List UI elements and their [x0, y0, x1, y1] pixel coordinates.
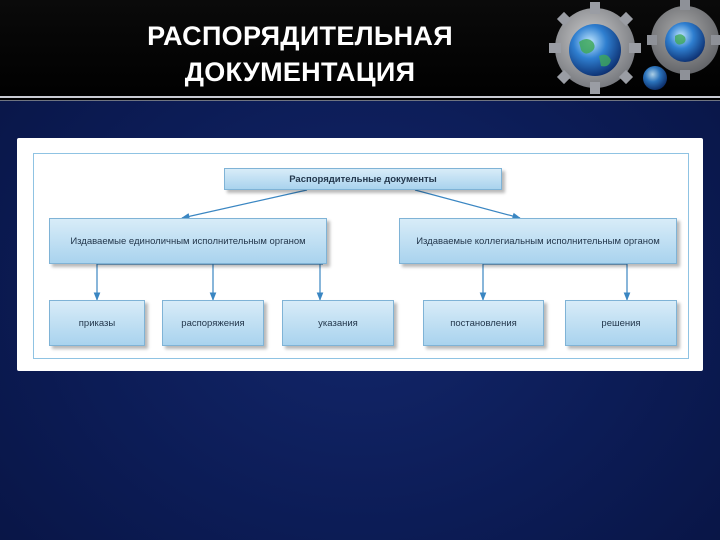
leaf-node-label: приказы — [78, 317, 116, 329]
connector-root-to-group-2 — [414, 189, 521, 220]
leaf-node-resolutions: постановления — [423, 300, 544, 346]
root-node-label: Распорядительные документы — [289, 173, 437, 185]
leaf-node-label: постановления — [450, 317, 517, 329]
group-node-label: Издаваемые единоличным исполнительным ор… — [70, 235, 306, 247]
leaf-node-instructions: указания — [282, 300, 394, 346]
leaf-node-directives: распоряжения — [162, 300, 264, 346]
leaf-node-label: распоряжения — [181, 317, 245, 329]
diagram-panel: Распорядительные документы Издаваемые ед… — [17, 138, 703, 371]
leaf-node-label: указания — [318, 317, 358, 329]
slide-header: РАСПОРЯДИТЕЛЬНАЯ ДОКУМЕНТАЦИЯ — [0, 0, 720, 100]
group-node-sole-executive: Издаваемые единоличным исполнительным ор… — [49, 218, 327, 264]
leaf-node-orders: приказы — [49, 300, 145, 346]
connector-root-to-group-1 — [181, 189, 308, 220]
header-divider — [0, 96, 720, 98]
title-line-2: ДОКУМЕНТАЦИЯ — [184, 57, 416, 87]
leaf-node-label: решения — [601, 317, 641, 329]
header-divider-shadow — [0, 100, 720, 101]
gear-globe-emblem — [549, 0, 720, 94]
leaf-node-decisions: решения — [565, 300, 677, 346]
globe-icon — [569, 22, 705, 90]
group-node-collegial-executive: Издаваемые коллегиальным исполнительным … — [399, 218, 677, 264]
title-line-1: РАСПОРЯДИТЕЛЬНАЯ — [147, 21, 453, 51]
slide-title: РАСПОРЯДИТЕЛЬНАЯ ДОКУМЕНТАЦИЯ — [75, 18, 525, 90]
root-node: Распорядительные документы — [224, 168, 502, 190]
diagram-connectors — [93, 189, 631, 301]
group-node-label: Издаваемые коллегиальным исполнительным … — [416, 235, 660, 247]
